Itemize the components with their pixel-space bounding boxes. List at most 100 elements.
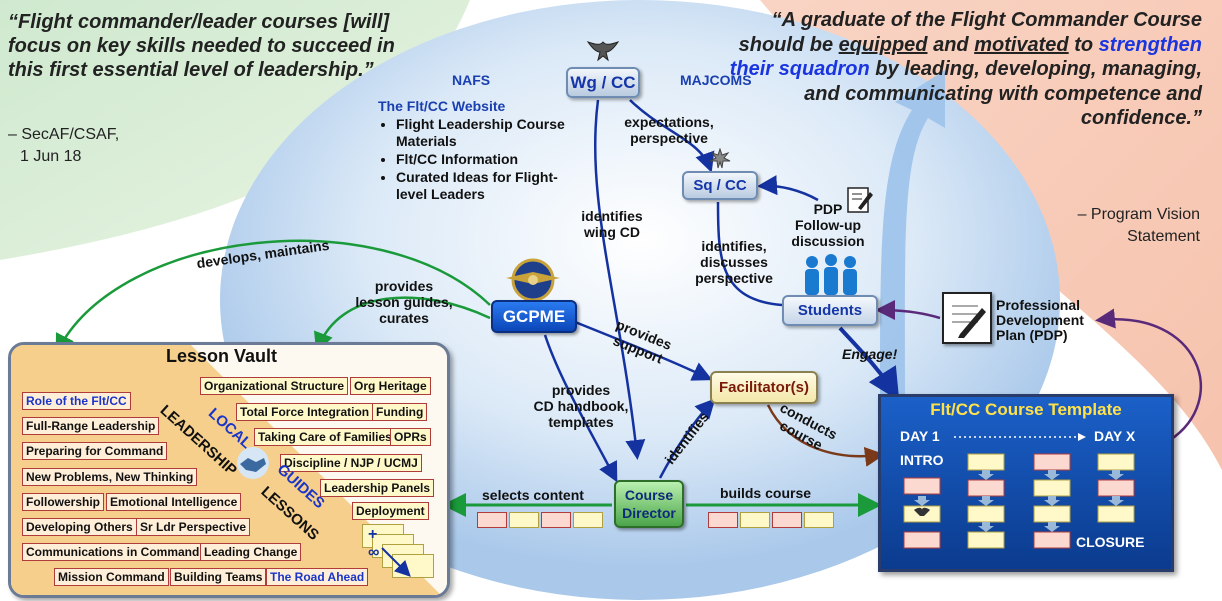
quote-part: “A graduate of the Flight Commander Cour… [738,9,1202,56]
lesson-item: Communications in Command [22,543,204,561]
plus-infinity-label: + ∞ [368,526,380,561]
students-node: Students [782,295,878,326]
attribution-line: – Program Vision [1077,206,1200,223]
lesson-item: Building Teams [170,568,267,586]
label-line: PDP [813,201,843,217]
attribution-line: Statement [1127,228,1200,245]
identifies-wing-cd-label: identifies wing CD [572,208,652,240]
builds-course-label: builds course [720,485,812,501]
lesson-chip [541,512,571,528]
pdp-followup-label: PDP Follow-up discussion [786,201,870,249]
quote-secaf-attribution: – SecAF/CSAF, 1 Jun 18 [8,124,119,168]
pdp-label: Professional Development Plan (PDP) [996,298,1084,343]
quote-part: by leading, developing, managing, and co… [804,58,1202,129]
label-line: identifies [581,208,643,224]
quote-strengthen: strengthen their squadron [729,33,1202,81]
lesson-chip [573,512,603,528]
lesson-chip [477,512,507,528]
label-line: Professional [996,297,1081,313]
quote-vision-attribution: – Program Vision Statement [1000,204,1200,248]
diagonal-arrow-icon [381,547,411,577]
lesson-item: Mission Command [54,568,169,586]
quote-equipped: equipped [838,33,928,56]
lesson-item: The Road Ahead [266,568,369,586]
engage-label: Engage! [842,346,898,362]
provides-lesson-guides-label: provides lesson guides, curates [354,278,454,326]
gcpme-node: GCPME [491,300,577,333]
pencil-notepad-icon [952,305,986,338]
label-line: templates [548,414,614,430]
lesson-item: Followership [22,493,105,511]
label-line: lesson guides, [355,294,453,310]
lesson-chip [740,512,770,528]
wg-cc-node: Wg / CC [566,67,640,98]
local-guide-item: OPRs [390,428,431,446]
majcoms-label: MAJCOMS [680,72,752,88]
label-line: curates [379,310,429,326]
label-line: discussion [791,233,865,249]
label-line: Development [996,312,1084,328]
label-line: wing CD [584,224,640,240]
local-guide-item: Leadership Panels [320,479,435,497]
days-dotted-arrow [954,433,1086,441]
label-line: provides [551,382,611,398]
local-guide-item: Discipline / NJP / UCMJ [280,454,422,472]
label-line: Follow-up [794,217,862,233]
label-line: perspective [630,130,708,146]
lesson-item: Role of the Flt/CC [22,392,131,410]
lesson-vault-title: Lesson Vault [166,346,278,366]
lesson-item: Developing Others [22,518,137,536]
lesson-chip [804,512,834,528]
quote-secaf: “Flight commander/leader courses [will] … [8,11,395,81]
nafs-label: NAFS [452,72,491,88]
lesson-chip [708,512,738,528]
intro-label: INTRO [900,452,944,468]
quote-part: and [927,33,975,56]
label-line: identifies, [701,238,767,254]
website-item: Curated Ideas for Flight-level Leaders [396,169,574,203]
template-grid [903,453,1135,549]
closure-label: CLOSURE [1076,534,1145,550]
expectations-label: expectations, perspective [614,114,724,146]
lesson-chip [772,512,802,528]
website-title: The Flt/CC Website [378,98,506,114]
day-x-label: DAY X [1094,428,1136,444]
sq-cc-node: Sq / CC [682,171,758,200]
pdp-document-icon [847,187,873,213]
local-guide-item: Taking Care of Families [254,428,396,446]
quote-program-vision: “A graduate of the Flight Commander Cour… [702,8,1202,131]
handshake-icon [237,447,269,479]
label-line: CD handbook, [533,398,629,414]
lesson-item: Preparing for Command [22,442,168,460]
label-line: Plan (PDP) [996,327,1068,343]
course-director-node: Course Director [614,480,684,528]
label-line: expectations, [624,114,714,130]
lesson-item: Full-Range Leadership [22,417,160,435]
eagle-insignia-icon [586,41,620,62]
quote-part: to [1068,33,1099,56]
day-1-label: DAY 1 [900,428,940,444]
node-line: Director [622,505,676,521]
label-line: provides [374,278,434,294]
attribution-date: 1 Jun 18 [20,148,82,165]
selects-content-label: selects content [482,487,584,503]
lesson-item: New Problems, New Thinking [22,468,198,486]
node-line: Course [624,487,674,503]
gcpme-emblem-icon [506,258,560,302]
students-people-icon [805,254,857,295]
lesson-item: Leading Change [200,543,302,561]
label-line: perspective [695,270,773,286]
lesson-item: Sr Ldr Perspective [136,518,251,536]
oak-leaf-icon [709,148,731,169]
quote-motivated: motivated [974,33,1069,56]
local-guide-item: Organizational Structure [200,377,349,395]
website-item: Flight Leadership Course Materials [396,116,574,150]
identifies-discusses-label: identifies, discusses perspective [684,238,784,286]
local-guide-item: Deployment [352,502,429,520]
lesson-chip [509,512,539,528]
provides-cd-handbook-label: provides CD handbook, templates [526,382,636,430]
label-line: discusses [700,254,768,270]
local-guide-item: Org Heritage [350,377,431,395]
lesson-item: Emotional Intelligence [106,493,242,511]
website-panel: The Flt/CC Website Flight Leadership Cou… [378,98,574,204]
